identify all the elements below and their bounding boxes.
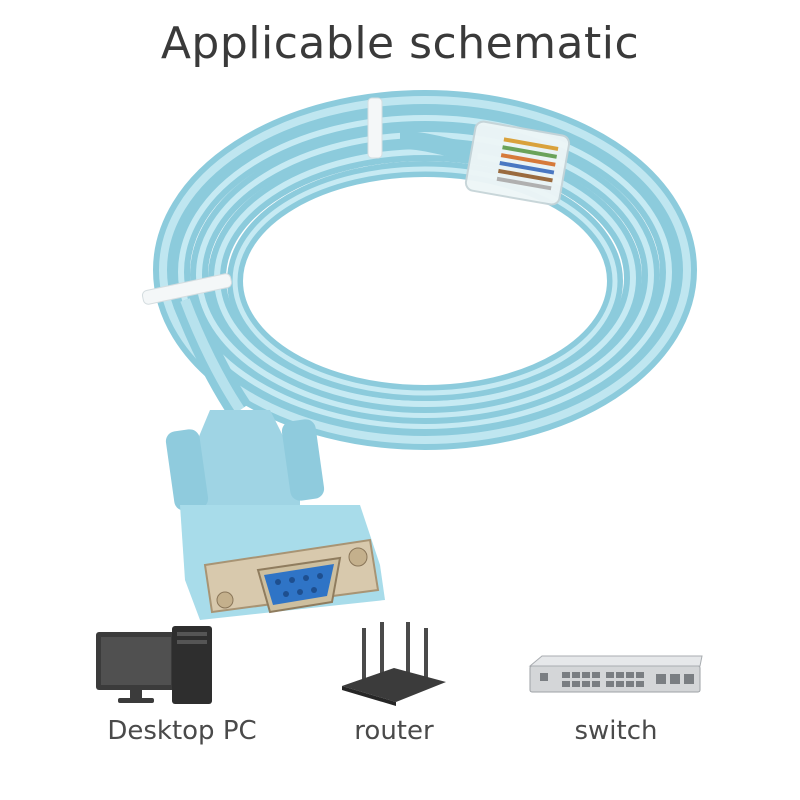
desktop-pc-icon [96, 626, 212, 704]
rj45-connector [464, 120, 571, 206]
device-label-desktop-pc: Desktop PC [107, 716, 257, 746]
device-router: router [284, 620, 504, 780]
device-label-router: router [354, 716, 434, 746]
db9-connector [165, 410, 385, 620]
device-switch: switch [506, 620, 726, 780]
device-label-switch: switch [574, 716, 658, 746]
cable-tie-top [367, 97, 383, 159]
device-desktop-pc: Desktop PC [72, 620, 292, 780]
switch-icon [528, 655, 703, 693]
cable-tie-left [141, 273, 233, 305]
page-title: Applicable schematic [160, 18, 640, 69]
router-icon [342, 622, 446, 706]
